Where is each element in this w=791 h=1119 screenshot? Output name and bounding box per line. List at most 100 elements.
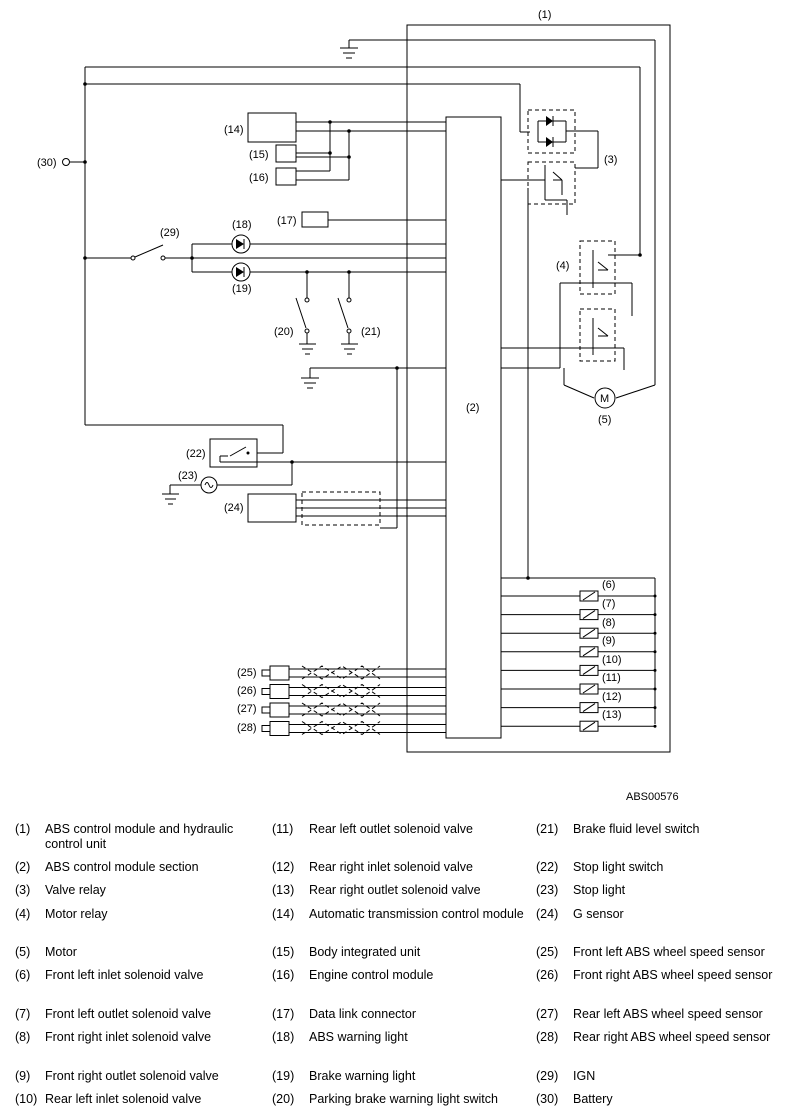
legend-text: Front left ABS wheel speed sensor bbox=[573, 945, 765, 959]
legend-number: (21) bbox=[536, 822, 559, 836]
legend-number: (22) bbox=[536, 860, 559, 874]
legend-number: (20) bbox=[272, 1092, 295, 1106]
legend-number: (18) bbox=[272, 1030, 295, 1044]
legend-text: Motor bbox=[45, 945, 77, 959]
legend-number: (2) bbox=[15, 860, 31, 874]
label-c6: (6) bbox=[602, 579, 615, 591]
legend-text: Front right outlet solenoid valve bbox=[45, 1069, 219, 1083]
solenoid-valve-icon bbox=[579, 590, 599, 602]
legend-number: (14) bbox=[272, 907, 295, 921]
legend-number: (28) bbox=[536, 1030, 559, 1044]
legend-text: Rear left outlet solenoid valve bbox=[309, 822, 473, 836]
diode-icon bbox=[546, 116, 553, 126]
legend-text: ABS control module and hydraulic control… bbox=[45, 822, 234, 851]
label-c26: (26) bbox=[237, 685, 257, 697]
label-c12: (12) bbox=[602, 691, 622, 703]
legend-number: (3) bbox=[15, 883, 31, 897]
label-motor: M bbox=[600, 393, 609, 405]
label-c8: (8) bbox=[602, 617, 615, 629]
tcm-box bbox=[247, 112, 297, 143]
data-link-connector-box bbox=[301, 211, 329, 228]
label-c30: (30) bbox=[37, 157, 57, 169]
legend-number: (25) bbox=[536, 945, 559, 959]
legend-number: (12) bbox=[272, 860, 295, 874]
solenoid-valve-icon bbox=[579, 664, 599, 676]
label-c14: (14) bbox=[224, 124, 244, 136]
legend-number: (10) bbox=[15, 1092, 38, 1106]
legend-text: Body integrated unit bbox=[309, 945, 421, 959]
label-c11: (11) bbox=[602, 672, 621, 684]
legend-number: (17) bbox=[272, 1007, 295, 1021]
label-c4: (4) bbox=[556, 260, 569, 272]
battery-terminal-icon bbox=[62, 158, 70, 166]
legend-number: (15) bbox=[272, 945, 295, 959]
label-c16: (16) bbox=[249, 172, 269, 184]
label-c2: (2) bbox=[466, 402, 479, 414]
legend-text: Brake warning light bbox=[309, 1069, 416, 1083]
label-c13: (13) bbox=[602, 709, 622, 721]
legend-number: (9) bbox=[15, 1069, 31, 1083]
legend-text: ABS control module section bbox=[45, 860, 199, 874]
body-integrated-unit-box bbox=[275, 144, 297, 163]
legend-number: (7) bbox=[15, 1007, 31, 1021]
legend-text: Rear right ABS wheel speed sensor bbox=[573, 1030, 771, 1044]
solenoid-valve-icon bbox=[579, 627, 599, 639]
legend-text: Rear right inlet solenoid valve bbox=[309, 860, 473, 874]
diagram-code: ABS00576 bbox=[626, 791, 679, 803]
abs-unit-outline bbox=[406, 24, 671, 753]
wheel-speed-sensor-icon bbox=[261, 684, 290, 699]
ground-symbol-top bbox=[340, 40, 358, 59]
label-c17: (17) bbox=[277, 215, 297, 227]
legend-number: (30) bbox=[536, 1092, 559, 1106]
motor-relay-box-upper bbox=[579, 240, 616, 295]
label-c27: (27) bbox=[237, 703, 257, 715]
abs-control-module-box bbox=[445, 116, 502, 739]
label-c18: (18) bbox=[232, 219, 252, 231]
valve-relay-diodes-box bbox=[527, 109, 576, 154]
legend-number: (19) bbox=[272, 1069, 295, 1083]
solenoid-valves bbox=[501, 590, 657, 732]
solenoid-valve-icon bbox=[579, 702, 599, 714]
legend-number: (13) bbox=[272, 883, 295, 897]
legend-text: Valve relay bbox=[45, 883, 106, 897]
diode-icon bbox=[546, 137, 553, 147]
legend-text: Brake fluid level switch bbox=[573, 822, 700, 836]
legend-text: Front left outlet solenoid valve bbox=[45, 1007, 212, 1021]
legend-text: Motor relay bbox=[45, 907, 108, 921]
label-c5: (5) bbox=[598, 414, 611, 426]
legend-text: Rear left inlet solenoid valve bbox=[45, 1092, 202, 1106]
legend-text: Front left inlet solenoid valve bbox=[45, 968, 204, 982]
stop-light-switch-box bbox=[209, 438, 258, 468]
fluid-level-switch-icon bbox=[346, 297, 352, 303]
motor-symbol bbox=[594, 387, 616, 409]
legend-text: Rear right outlet solenoid valve bbox=[309, 883, 481, 897]
wheel-speed-sensors bbox=[261, 665, 446, 736]
legend-text: ABS warning light bbox=[309, 1030, 408, 1044]
legend-text: Battery bbox=[573, 1092, 613, 1106]
legend-text: Parking brake warning light switch bbox=[309, 1092, 498, 1106]
label-c19: (19) bbox=[232, 283, 252, 295]
label-c15: (15) bbox=[249, 149, 269, 161]
label-c3: (3) bbox=[604, 154, 617, 166]
legend-text: IGN bbox=[573, 1069, 596, 1083]
legend-text: Data link connector bbox=[309, 1007, 417, 1021]
label-c7: (7) bbox=[602, 598, 615, 610]
legend: (1) ABS control module and hydraulic cont… bbox=[0, 822, 791, 1112]
legend-number: (29) bbox=[536, 1069, 559, 1083]
label-c24: (24) bbox=[224, 502, 244, 514]
valve-relay-contact-box bbox=[527, 161, 576, 205]
legend-text: Automatic transmission control module bbox=[309, 907, 524, 921]
legend-number: (1) bbox=[15, 822, 31, 836]
legend-number: (24) bbox=[536, 907, 559, 921]
wheel-speed-sensor-icon bbox=[261, 702, 290, 718]
g-sensor-box bbox=[247, 493, 297, 523]
legend-text: Stop light switch bbox=[573, 860, 664, 874]
label-c1: (1) bbox=[538, 9, 551, 21]
legend-text: G sensor bbox=[573, 907, 624, 921]
motor-relay-box-lower bbox=[579, 308, 616, 362]
legend-number: (23) bbox=[536, 883, 559, 897]
ign-switch-icon bbox=[130, 255, 136, 261]
label-c10: (10) bbox=[602, 654, 622, 666]
solenoid-valve-icon bbox=[579, 609, 599, 621]
legend-text: Engine control module bbox=[309, 968, 434, 982]
